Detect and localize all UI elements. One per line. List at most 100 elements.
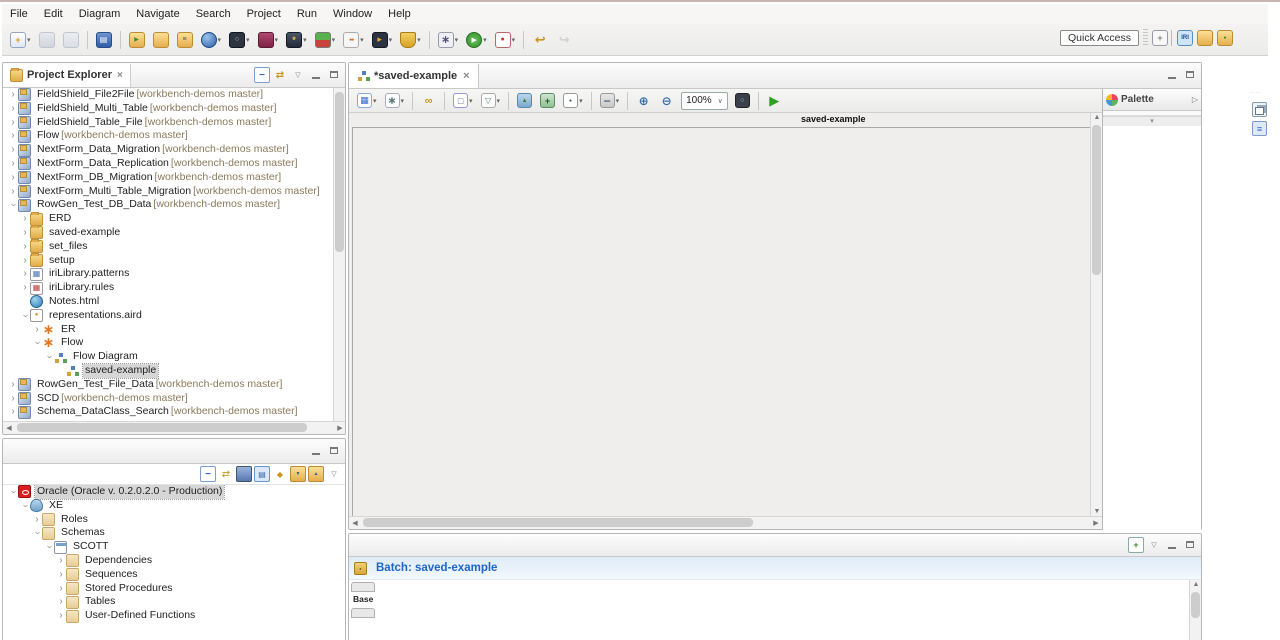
dse-item-schemas[interactable]: ›Schemas: [4, 526, 344, 540]
flag-button[interactable]: ▾: [255, 29, 282, 51]
collapse-all-icon[interactable]: [254, 67, 270, 83]
menu-navigate[interactable]: Navigate: [128, 6, 187, 22]
project-item-flow[interactable]: ›Flow: [4, 336, 334, 350]
project-item-nextform-data-migration[interactable]: ›NextForm_Data_Migration [workbench-demo…: [4, 143, 334, 157]
menu-help[interactable]: Help: [380, 6, 419, 22]
expander-icon[interactable]: ›: [8, 171, 18, 185]
project-item-notes-html[interactable]: ›Notes.html: [4, 295, 334, 309]
menu-edit[interactable]: Edit: [36, 6, 71, 22]
console-view-button[interactable]: [93, 29, 115, 51]
minimize-icon[interactable]: [1164, 67, 1180, 83]
debug-button[interactable]: ▾: [435, 29, 462, 51]
expander-icon[interactable]: ›: [8, 378, 18, 392]
dse-item-user-defined-functions[interactable]: ›User-Defined Functions: [4, 609, 344, 623]
expander-icon[interactable]: ›: [56, 609, 66, 623]
new-view-icon[interactable]: [1128, 537, 1144, 553]
tab-saved-example[interactable]: *saved-example ×: [349, 64, 479, 88]
scroll-right-icon[interactable]: ▶: [334, 424, 346, 432]
tab-project-explorer[interactable]: Project Explorer ×: [3, 64, 131, 87]
dse-item-oracle-oracle-v-0-2-0-2-0-production[interactable]: ›Oracle (Oracle v. 0.2.0.2.0 - Productio…: [4, 485, 344, 499]
open-folder-button[interactable]: [150, 29, 172, 51]
expander-icon[interactable]: ›: [20, 267, 30, 281]
expander-icon[interactable]: ›: [8, 102, 18, 116]
shape-button[interactable]: ▾: [450, 90, 476, 111]
expander-icon[interactable]: ›: [8, 88, 18, 102]
dse-item-roles[interactable]: ›Roles: [4, 513, 344, 527]
expander-icon[interactable]: ›: [56, 568, 66, 582]
outline-view-icon[interactable]: [1252, 121, 1267, 136]
scroll-left-icon[interactable]: ◀: [349, 519, 361, 527]
scroll-left-icon[interactable]: ◀: [3, 424, 15, 432]
palette-header[interactable]: Palette ▷: [1103, 89, 1201, 111]
save-all-button[interactable]: [60, 29, 82, 51]
properties-side-tab[interactable]: [351, 582, 375, 592]
expander-icon[interactable]: ›: [8, 392, 18, 406]
collapse-all-icon[interactable]: [200, 466, 216, 482]
new-button[interactable]: ▾: [7, 29, 34, 51]
expander-icon[interactable]: ›: [20, 226, 30, 240]
zoom-out-button[interactable]: [656, 90, 677, 111]
flow-diagram-canvas[interactable]: saved-example: [349, 113, 1090, 516]
catalog-icon[interactable]: [254, 466, 270, 482]
expander-icon[interactable]: ›: [8, 185, 18, 199]
menu-window[interactable]: Window: [325, 6, 380, 22]
img-export-button[interactable]: [514, 90, 535, 111]
shield-button[interactable]: ▾: [397, 29, 424, 51]
palette-scroll-down-icon[interactable]: ▾: [1103, 116, 1201, 126]
properties-scrollbar[interactable]: ▲: [1189, 580, 1201, 640]
project-item-fieldshield-multi-table[interactable]: ›FieldShield_Multi_Table [workbench-demo…: [4, 102, 334, 116]
iri-perspective-icon[interactable]: [1177, 30, 1193, 46]
project-item-nextform-multi-table-migration[interactable]: ›NextForm_Multi_Table_Migration [workben…: [4, 185, 334, 199]
expander-icon[interactable]: ›: [56, 582, 66, 596]
stack-button[interactable]: ▾: [312, 29, 339, 51]
people-button[interactable]: ▾: [340, 29, 367, 51]
dse-item-tables[interactable]: ›Tables: [4, 595, 344, 609]
open-perspective-icon[interactable]: [1152, 30, 1168, 46]
import-icon[interactable]: [290, 466, 306, 482]
project-item-setup[interactable]: ›setup: [4, 254, 334, 268]
filter-button[interactable]: ▾: [478, 90, 504, 111]
wand-button[interactable]: ▾: [283, 29, 310, 51]
discover-button[interactable]: ▾: [226, 29, 253, 51]
dse-item-xe[interactable]: ›XE: [4, 499, 344, 513]
properties-side-tab[interactable]: [351, 608, 375, 618]
expander-icon[interactable]: ›: [8, 157, 18, 171]
close-icon[interactable]: ×: [463, 70, 469, 82]
profile-button[interactable]: ▾: [492, 29, 519, 51]
menu-diagram[interactable]: Diagram: [71, 6, 129, 22]
open-run-button[interactable]: [126, 29, 148, 51]
save-button[interactable]: [36, 29, 58, 51]
minimize-icon[interactable]: [308, 67, 324, 83]
snapshot-button[interactable]: [732, 90, 753, 111]
redo-button[interactable]: [553, 29, 575, 51]
expander-icon[interactable]: ›: [8, 116, 18, 130]
expander-icon[interactable]: ›: [8, 143, 18, 157]
dart-button[interactable]: ▾: [369, 29, 396, 51]
project-item-irilibrary-patterns[interactable]: ›iriLibrary.patterns: [4, 267, 334, 281]
project-item-rowgen-test-file-data[interactable]: ›RowGen_Test_File_Data [workbench-demos …: [4, 378, 334, 392]
project-item-schema-dataclass-search[interactable]: ›Schema_DataClass_Search [workbench-demo…: [4, 405, 334, 419]
expander-icon[interactable]: ›: [56, 554, 66, 568]
expander-icon[interactable]: ›: [32, 513, 42, 527]
resource-perspective-icon[interactable]: [1197, 30, 1213, 46]
canvas-vertical-scrollbar[interactable]: ▲ ▼: [1090, 113, 1102, 516]
project-item-nextform-data-replication[interactable]: ›NextForm_Data_Replication [workbench-de…: [4, 157, 334, 171]
vertical-scrollbar[interactable]: [333, 88, 345, 421]
maximize-icon[interactable]: [1182, 537, 1198, 553]
undo-button[interactable]: [529, 29, 551, 51]
dse-item-scott[interactable]: ›SCOTT: [4, 540, 344, 554]
project-item-nextform-db-migration[interactable]: ›NextForm_DB_Migration [workbench-demos …: [4, 171, 334, 185]
link-editor-icon[interactable]: [272, 67, 288, 83]
expander-icon[interactable]: ›: [56, 595, 66, 609]
maximize-icon[interactable]: [1182, 67, 1198, 83]
view-menu-icon[interactable]: [326, 466, 342, 482]
project-item-saved-example[interactable]: ›saved-example: [4, 226, 334, 240]
quick-access-button[interactable]: Quick Access: [1060, 30, 1139, 46]
maximize-icon[interactable]: [326, 443, 342, 459]
menu-file[interactable]: File: [2, 6, 36, 22]
scroll-up-icon[interactable]: ▲: [1091, 114, 1103, 121]
dse-item-stored-procedures[interactable]: ›Stored Procedures: [4, 582, 344, 596]
restore-view-icon[interactable]: [1252, 102, 1267, 117]
unlink-button[interactable]: [418, 90, 439, 111]
expander-icon[interactable]: ›: [20, 281, 30, 295]
